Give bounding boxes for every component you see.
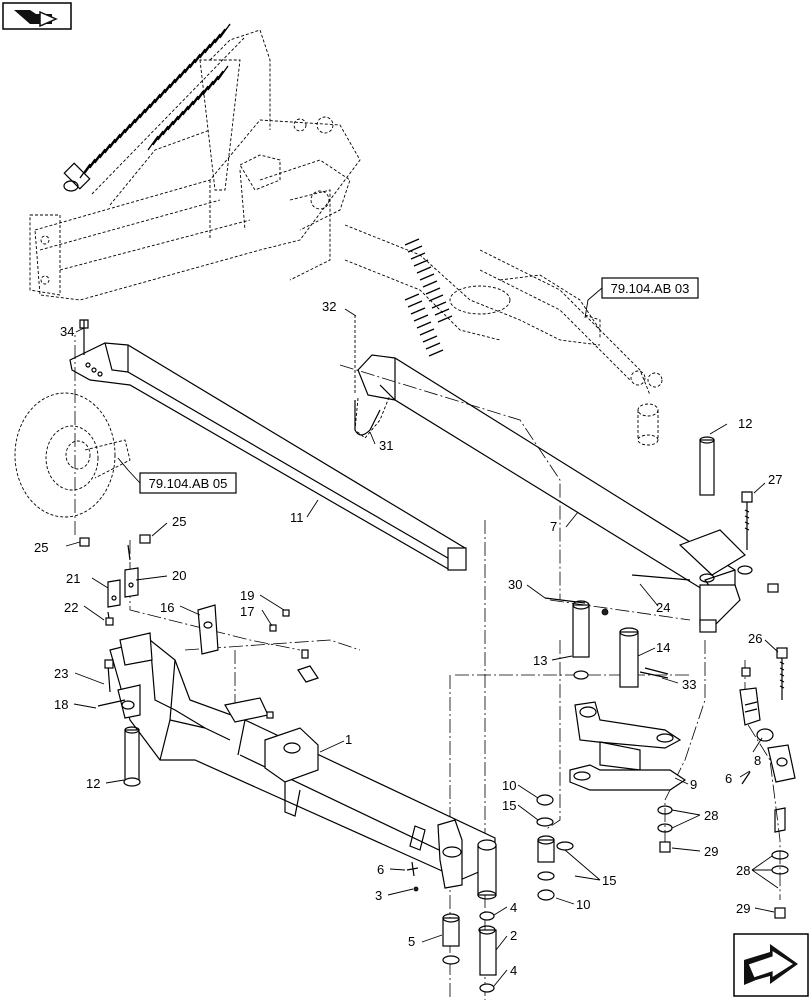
reference-label-ab03: 79.104.AB 03	[611, 281, 690, 296]
callout-27: 27	[768, 472, 782, 487]
callout-4-upper: 4	[510, 900, 517, 915]
callout-25-upper: 25	[172, 514, 186, 529]
callout-30: 30	[508, 577, 522, 592]
callout-26: 26	[748, 631, 762, 646]
reference-box-ab03[interactable]: 79.104.AB 03	[584, 277, 699, 319]
callout-21: 21	[66, 571, 80, 586]
callout-5: 5	[408, 934, 415, 949]
callout-31: 31	[379, 438, 393, 453]
callout-33: 33	[682, 677, 696, 692]
callout-7: 7	[550, 519, 557, 534]
callout-4-lower: 4	[510, 963, 517, 978]
callout-6-right: 6	[725, 771, 732, 786]
book-arrow-icon[interactable]	[2, 2, 72, 30]
callout-24: 24	[656, 600, 670, 615]
callout-11: 11	[290, 510, 304, 525]
callout-9: 9	[690, 777, 697, 792]
spring-left	[63, 24, 245, 195]
callout-18: 18	[54, 697, 68, 712]
centerlines	[74, 335, 781, 1000]
callout-15-upper: 15	[502, 798, 516, 813]
callout-29-lower: 29	[736, 901, 750, 916]
callout-15-lower: 15	[602, 873, 616, 888]
callout-28-upper: 28	[704, 808, 718, 823]
callout-34: 34	[60, 324, 74, 339]
callout-13: 13	[533, 653, 547, 668]
reference-label-ab05: 79.104.AB 05	[149, 476, 228, 491]
leader-lines	[65, 308, 779, 987]
callout-12: 12	[738, 416, 752, 431]
callout-28-lower: 28	[736, 863, 750, 878]
callouts: 34 32 12 31 27 11 7 25 25 21 20 22 19 17…	[34, 299, 782, 978]
callout-16: 16	[160, 600, 174, 615]
ghost-upper-assembly	[29, 23, 663, 446]
small-parts	[79, 534, 796, 993]
frame-1	[109, 632, 497, 900]
callout-29-upper: 29	[704, 844, 718, 859]
callout-12-lower: 12	[86, 776, 100, 791]
callout-14: 14	[656, 640, 670, 655]
beam-11	[69, 319, 467, 571]
callout-23: 23	[54, 666, 68, 681]
callout-10-upper: 10	[502, 778, 516, 793]
spring-right	[404, 238, 453, 357]
callout-32: 32	[322, 299, 336, 314]
callout-10-lower: 10	[576, 897, 590, 912]
callout-2: 2	[510, 928, 517, 943]
disc-ghost	[14, 392, 131, 518]
callout-25-left: 25	[34, 540, 48, 555]
callout-19: 19	[240, 588, 254, 603]
callout-17: 17	[240, 604, 254, 619]
reference-box-ab05[interactable]: 79.104.AB 05	[117, 457, 237, 494]
callout-20: 20	[172, 568, 186, 583]
callout-8: 8	[754, 753, 761, 768]
beam-7	[357, 354, 779, 633]
callout-22: 22	[64, 600, 78, 615]
callout-3: 3	[375, 888, 382, 903]
callout-6-lower: 6	[377, 862, 384, 877]
spring-coils-left	[79, 23, 231, 179]
callout-1: 1	[345, 732, 352, 747]
next-page-arrow-icon[interactable]	[733, 933, 809, 997]
